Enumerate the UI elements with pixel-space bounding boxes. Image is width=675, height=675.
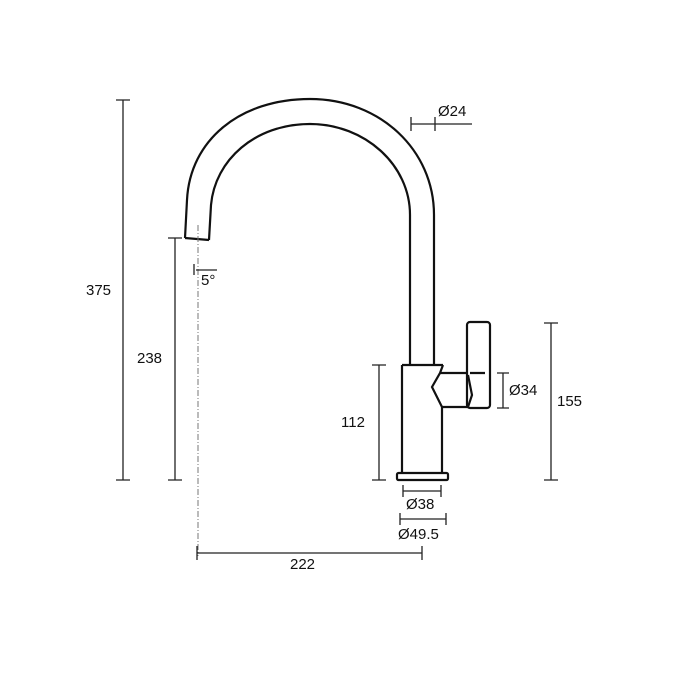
dimension-lines xyxy=(116,99,558,560)
dim-angle xyxy=(193,264,217,275)
label-24: Ø24 xyxy=(438,103,467,120)
dim-112 xyxy=(372,364,386,481)
spout-outer xyxy=(183,97,436,365)
dim-222 xyxy=(196,546,423,560)
label-34: Ø34 xyxy=(509,382,538,399)
label-38: Ø38 xyxy=(406,496,435,513)
label-222: 222 xyxy=(290,556,316,573)
handle-connector xyxy=(440,371,485,409)
dim-38 xyxy=(402,485,442,497)
dim-155 xyxy=(544,322,558,481)
dim-238 xyxy=(168,237,182,481)
handle-lever xyxy=(465,320,492,410)
dim-24 xyxy=(410,117,472,131)
dim-49-5 xyxy=(399,513,447,525)
label-238: 238 xyxy=(137,350,163,367)
spout-inner xyxy=(207,122,412,365)
tap-outline xyxy=(183,97,492,482)
spout-tip xyxy=(184,236,210,242)
label-155: 155 xyxy=(557,393,583,410)
tap-body xyxy=(400,363,445,473)
dim-34 xyxy=(497,372,509,409)
label-angle: 5° xyxy=(201,272,216,289)
label-112: 112 xyxy=(341,414,365,431)
dim-375 xyxy=(116,99,130,481)
tap-base xyxy=(395,471,450,482)
label-49-5: Ø49.5 xyxy=(398,526,439,543)
label-375: 375 xyxy=(86,282,112,299)
